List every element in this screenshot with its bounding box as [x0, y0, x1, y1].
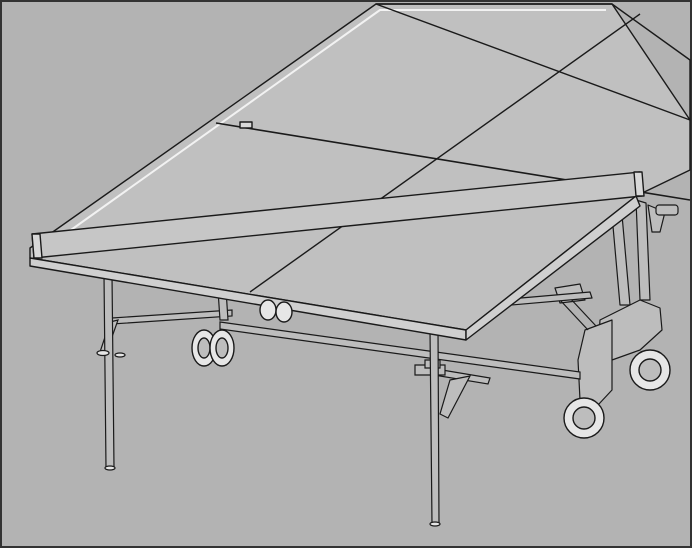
wheels — [191, 299, 671, 439]
net — [31, 171, 645, 259]
center-line — [249, 13, 641, 293]
near-right-leg — [429, 329, 440, 525]
wheel-rear-b — [629, 349, 671, 391]
wheel-front-left-b — [209, 329, 235, 367]
folding-mechanism — [497, 199, 679, 406]
table-top — [29, 3, 691, 341]
wheel-rear-a — [563, 397, 605, 439]
legs — [103, 274, 440, 525]
near-left-leg — [103, 274, 115, 469]
